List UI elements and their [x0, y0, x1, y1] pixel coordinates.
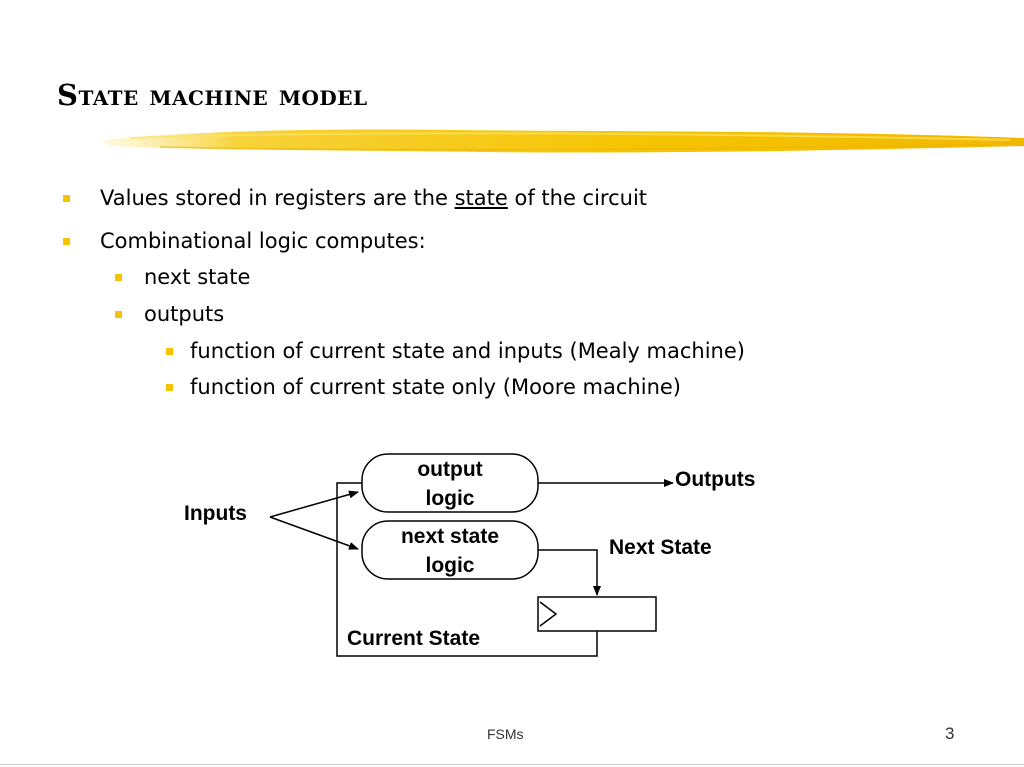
output-logic-label: output logic — [362, 455, 538, 513]
next-state-logic-label: next state logic — [362, 522, 538, 580]
sub-sub-bullet-marker — [166, 384, 173, 391]
bullet-text: Values stored in registers are the — [100, 186, 455, 210]
outputs-label: Outputs — [675, 468, 756, 491]
current-state-feedback-line — [336, 482, 598, 657]
bullet-emphasis: state — [454, 186, 508, 210]
sub-bullet-item: next state — [144, 265, 251, 289]
bullet-marker — [63, 195, 70, 202]
page-number: 3 — [945, 724, 955, 743]
state-register-box — [537, 596, 657, 632]
slide-title: State machine model — [57, 78, 368, 112]
output-logic-label-line: logic — [425, 487, 475, 510]
sub-bullet-item: outputs — [144, 302, 225, 326]
sub-bullet-marker — [115, 274, 122, 281]
clock-symbol — [539, 601, 558, 627]
bullet-marker — [63, 238, 70, 245]
sub-sub-bullet-item: function of current state only (Moore ma… — [190, 375, 681, 399]
bullet-item: Combinational logic computes: — [100, 229, 426, 253]
title-underline-swoosh — [100, 129, 1024, 153]
inputs-label: Inputs — [184, 502, 247, 525]
next-state-logic-label-line: logic — [425, 554, 475, 577]
bullet-item: Values stored in registers are the state… — [100, 186, 647, 210]
bullet-text: of the circuit — [507, 186, 648, 210]
next-state-logic-label-line: next state — [400, 525, 500, 548]
inputs-to-next-state-logic-arrow — [269, 516, 359, 550]
sub-bullet-marker — [115, 311, 122, 318]
next-state-arrow — [538, 549, 601, 596]
next-state-label: Next State — [609, 536, 712, 559]
current-state-label: Current State — [347, 627, 481, 650]
output-logic-label-line: output — [417, 458, 483, 481]
footer-text: FSMs — [487, 726, 524, 742]
sub-sub-bullet-marker — [166, 348, 173, 355]
inputs-to-output-logic-arrow — [269, 490, 359, 518]
bottom-border — [0, 764, 1024, 765]
sub-sub-bullet-item: function of current state and inputs (Me… — [190, 339, 745, 363]
